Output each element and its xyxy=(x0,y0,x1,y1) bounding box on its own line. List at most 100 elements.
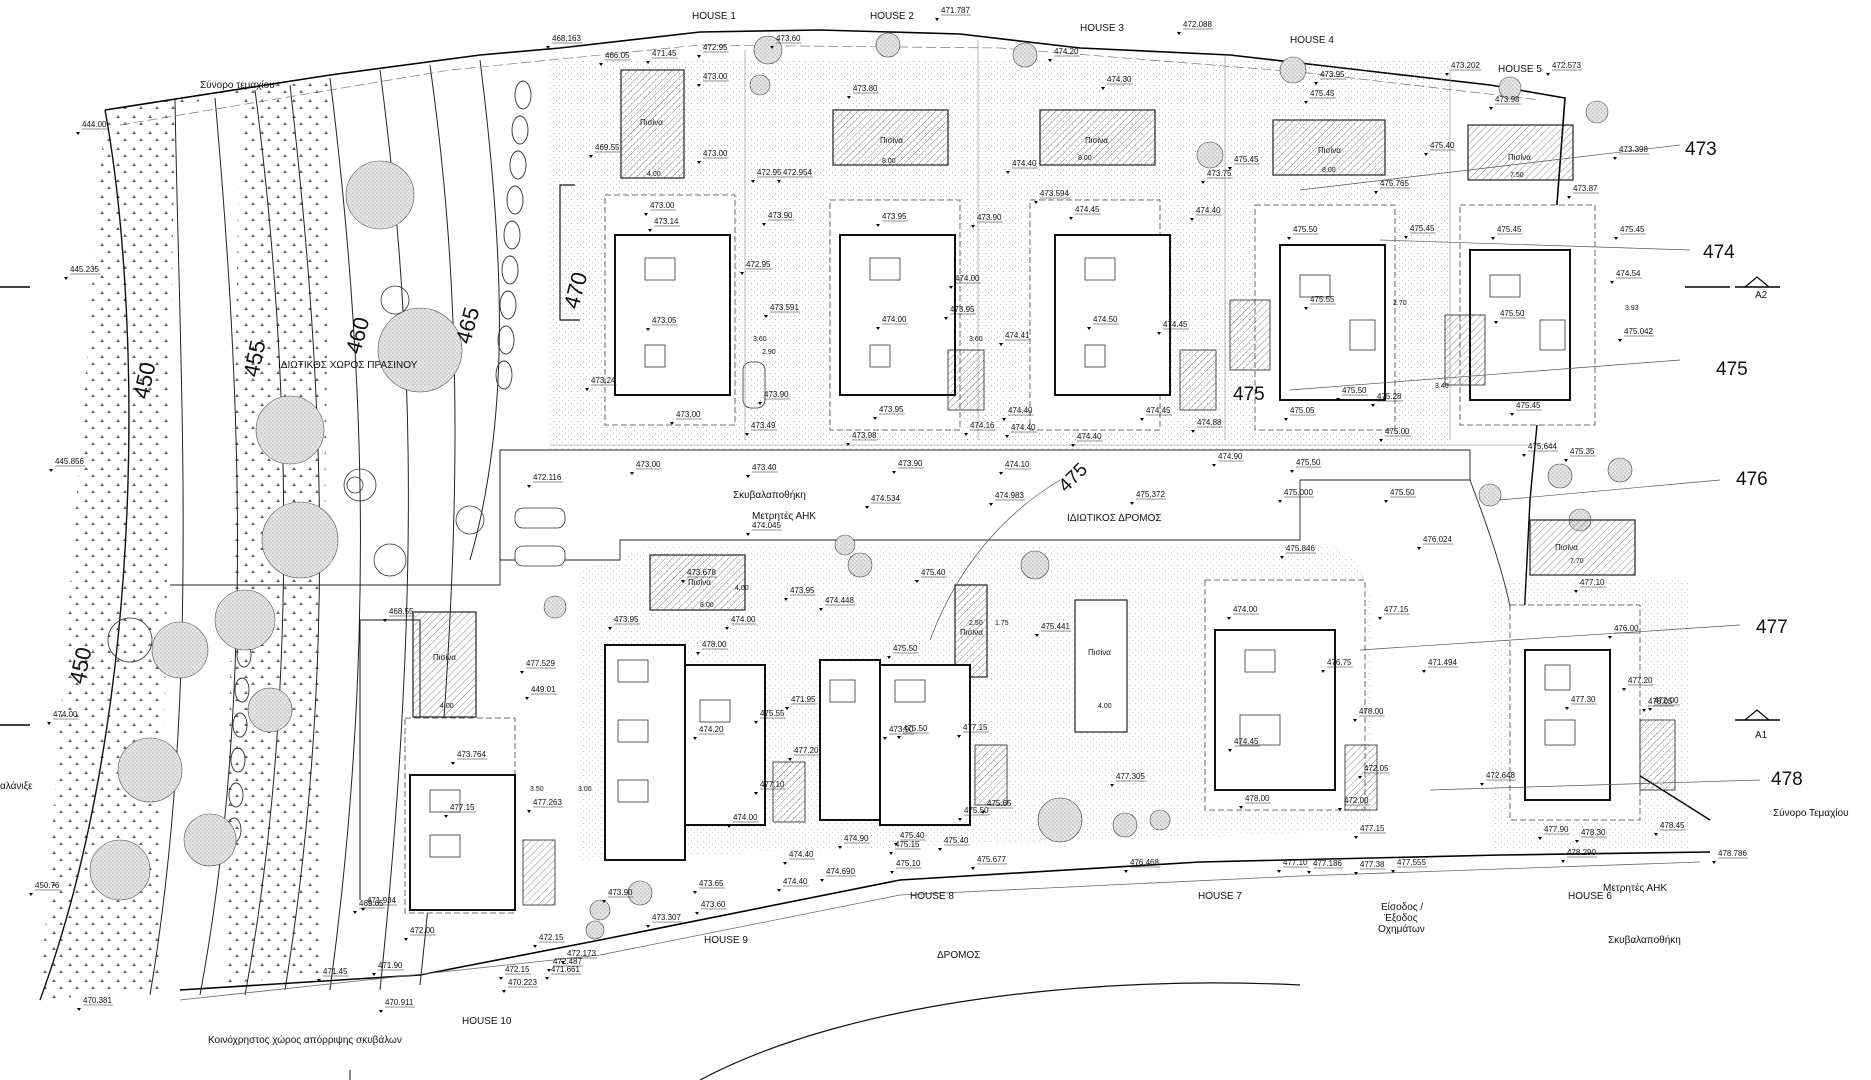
elevation-label: 473.678 xyxy=(687,568,716,577)
spot-elevation: 475.441 xyxy=(1035,622,1072,637)
elevation-label: 473.40 xyxy=(752,463,777,472)
spot-elevation: 475.000 xyxy=(1278,488,1315,503)
elevation-marker-icon xyxy=(1384,500,1388,503)
elevation-label: 475.50 xyxy=(1296,458,1321,467)
elevation-label: 475.45 xyxy=(1310,89,1335,98)
spot-elevation: 473.90 xyxy=(892,459,924,474)
elevation-label: 473.90 xyxy=(977,213,1002,222)
spot-elevation: 474.40 xyxy=(1006,159,1038,174)
spot-elevation: 473.90 xyxy=(602,888,634,903)
dimension-label: 4.00 xyxy=(647,171,661,178)
spot-elevation: 471.45 xyxy=(317,967,349,982)
spot-elevation: 472.95 xyxy=(751,168,783,183)
spot-elevation: 473.594 xyxy=(1034,189,1071,204)
spot-elevation: 474.41 xyxy=(999,331,1031,346)
dimension-label: 4.00 xyxy=(440,703,454,710)
elevation-label: 474.45 xyxy=(1163,320,1188,329)
spot-elevation: 473.40 xyxy=(746,463,778,478)
house-label-6: HOUSE 6 xyxy=(1568,891,1612,902)
elevation-marker-icon xyxy=(847,96,851,99)
elevation-label: 478.45 xyxy=(1660,821,1685,830)
elevation-label: 473.00 xyxy=(636,460,661,469)
elevation-label: 471.95 xyxy=(791,695,816,704)
elevation-marker-icon xyxy=(935,18,939,21)
elevation-marker-icon xyxy=(1280,556,1284,559)
elevation-label: 475.50 xyxy=(1390,488,1415,497)
house-label-7: HOUSE 7 xyxy=(1198,891,1242,902)
spot-elevation: 475.35 xyxy=(1564,447,1596,462)
elevation-marker-icon xyxy=(49,469,53,472)
elevation-marker-icon xyxy=(1417,547,1421,550)
elevation-marker-icon xyxy=(47,722,51,725)
entrance-label-line-2: Έξοδος xyxy=(1383,913,1418,924)
elevation-marker-icon xyxy=(1608,636,1612,639)
elevation-marker-icon xyxy=(670,422,674,425)
elevation-label: 474.90 xyxy=(1218,452,1243,461)
elevation-label: 473.65 xyxy=(699,879,724,888)
elevation-label: 474.00 xyxy=(53,710,78,719)
elevation-label: 474.16 xyxy=(970,421,995,430)
spot-elevation: 474.45 xyxy=(1157,320,1189,335)
spot-elevation: 478.00 xyxy=(1239,794,1271,809)
spot-elevation: 477.555 xyxy=(1391,858,1428,873)
spot-elevation: 474.40 xyxy=(783,850,815,865)
elevation-marker-icon xyxy=(1618,339,1622,342)
elevation-marker-icon xyxy=(1546,73,1550,76)
elevation-label: 478.00 xyxy=(1359,707,1384,716)
elevation-label: 475.45 xyxy=(1516,401,1541,410)
elevation-marker-icon xyxy=(1002,418,1006,421)
spot-elevation: 473.202 xyxy=(1445,61,1482,76)
elevation-label: 474.45 xyxy=(1146,406,1171,415)
dimension-label: 3.40 xyxy=(1435,383,1449,390)
elevation-marker-icon xyxy=(1087,327,1091,330)
elevation-label: 474.54 xyxy=(1616,269,1641,278)
spot-elevation: 475.45 xyxy=(1304,89,1336,104)
elevation-marker-icon xyxy=(444,815,448,818)
contour-label-476: 476 xyxy=(1736,469,1768,490)
elevation-marker-icon xyxy=(697,55,701,58)
elevation-marker-icon xyxy=(777,889,781,892)
spot-elevation: 466.05 xyxy=(599,51,631,66)
elevation-label: 474.45 xyxy=(1234,737,1259,746)
elevation-label: 474.00 xyxy=(1233,605,1258,614)
spot-elevation: 474.448 xyxy=(819,596,856,611)
elevation-marker-icon xyxy=(693,891,697,894)
elevation-marker-icon xyxy=(889,852,893,855)
spot-elevation: 473.65 xyxy=(693,879,725,894)
elevation-marker-icon xyxy=(697,161,701,164)
spot-elevation: 474.20 xyxy=(1048,47,1080,62)
spot-elevation: 473.00 xyxy=(670,410,702,425)
elevation-label: 475.50 xyxy=(1500,309,1525,318)
elevation-label: 475.45 xyxy=(1410,224,1435,233)
elevation-marker-icon xyxy=(1422,670,1426,673)
elevation-marker-icon xyxy=(754,792,758,795)
elevation-marker-icon xyxy=(1006,171,1010,174)
spot-elevation: 473.95 xyxy=(944,305,976,320)
elevation-marker-icon xyxy=(727,825,731,828)
contour-lines-right xyxy=(929,144,1761,791)
spot-elevation: 472.00 xyxy=(404,926,436,941)
dimension-label: 8.00 xyxy=(1322,167,1336,174)
elevation-marker-icon xyxy=(585,388,589,391)
elevation-marker-icon xyxy=(1277,870,1281,873)
elevation-label: 473.98 xyxy=(852,431,877,440)
elevation-marker-icon xyxy=(1190,218,1194,221)
elevation-marker-icon xyxy=(64,277,68,280)
elevation-label: 473.95 xyxy=(614,615,639,624)
elevation-marker-icon xyxy=(646,925,650,928)
contour-label-475: 475 xyxy=(1233,384,1265,405)
elevation-label: 472.116 xyxy=(533,473,562,482)
elevation-marker-icon xyxy=(1228,749,1232,752)
elevation-marker-icon xyxy=(751,180,755,183)
house-label-2: HOUSE 2 xyxy=(870,11,914,22)
dimension-label: 3.50 xyxy=(530,786,544,793)
elevation-marker-icon xyxy=(696,652,700,655)
dimension-label: 1.75 xyxy=(995,620,1009,627)
spot-elevation: 475.45 xyxy=(1491,225,1523,240)
elevation-marker-icon xyxy=(353,911,357,914)
elevation-label: 477.529 xyxy=(526,659,555,668)
spot-elevation: 445.235 xyxy=(64,265,101,280)
elevation-marker-icon xyxy=(1228,167,1232,170)
elevation-label: 474.045 xyxy=(752,521,781,530)
elevation-marker-icon xyxy=(1034,201,1038,204)
